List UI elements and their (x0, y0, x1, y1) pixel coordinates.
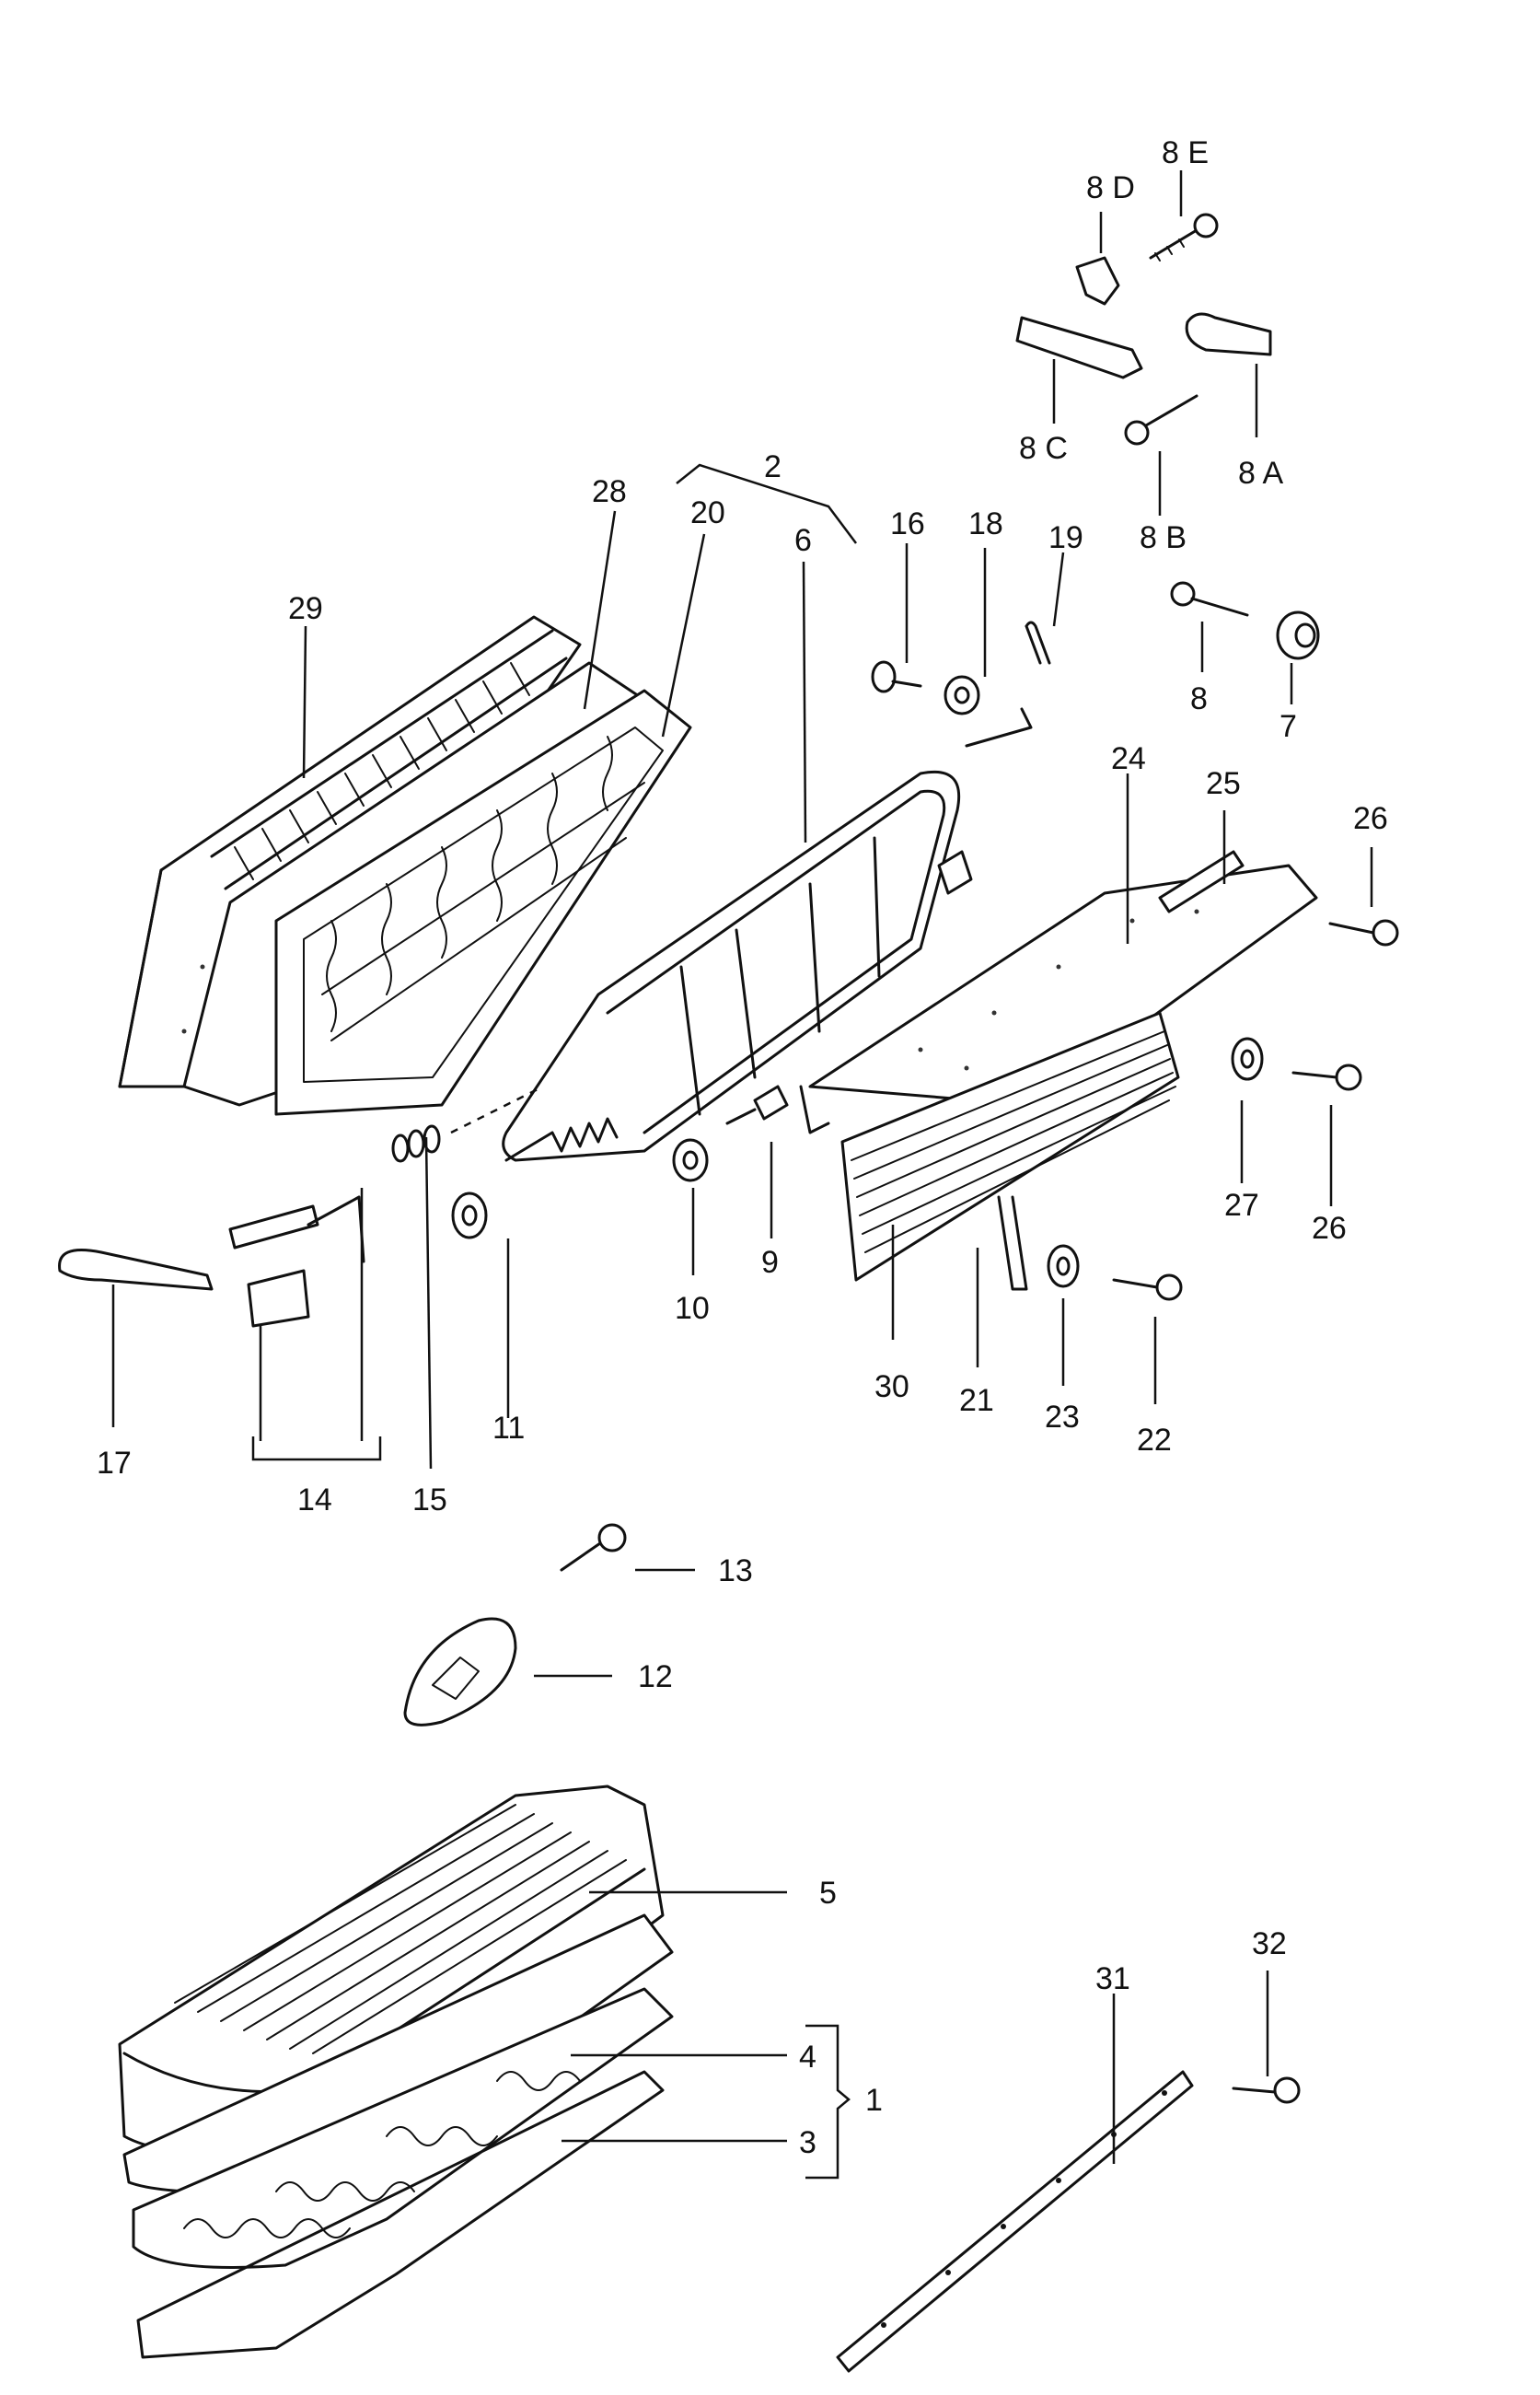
callout-28: 28 (592, 474, 627, 509)
screw-32 (1232, 2076, 1301, 2104)
spring-15 (391, 1124, 441, 1163)
grommet-12 (403, 1617, 517, 1726)
seat-spring-3 (132, 1987, 674, 2269)
callout-14: 14 (297, 1482, 332, 1517)
washer-27 (1231, 1037, 1264, 1081)
callout-12: 12 (638, 1659, 673, 1694)
bracket-1 (805, 2024, 851, 2180)
callout-8: 8 (1190, 681, 1208, 716)
callout-4: 4 (799, 2040, 816, 2075)
callout-17: 17 (97, 1446, 132, 1481)
callout-2: 2 (764, 449, 782, 484)
screw-26-top (1328, 919, 1399, 947)
callout-25: 25 (1206, 766, 1241, 801)
callout-32: 32 (1252, 1926, 1287, 1961)
callout-8a: 8 A (1238, 456, 1283, 491)
callout-26-top: 26 (1353, 801, 1388, 836)
leader-lines (111, 170, 1373, 2164)
strap-17 (58, 1249, 214, 1291)
callout-3: 3 (799, 2125, 816, 2160)
bracket-14 (251, 1436, 382, 1461)
callout-13: 13 (718, 1553, 753, 1588)
bushing-7 (1276, 610, 1320, 660)
callout-20: 20 (690, 495, 725, 530)
plate-8c (1015, 316, 1143, 379)
backrest-frame (502, 707, 1033, 1162)
hook-8a (1185, 312, 1272, 356)
callout-21: 21 (959, 1383, 994, 1418)
spring-clip-19 (1025, 621, 1051, 665)
callout-22: 22 (1137, 1423, 1172, 1458)
callout-8e: 8 E (1162, 135, 1209, 170)
callout-26-bottom: 26 (1312, 1211, 1347, 1246)
callout-9: 9 (761, 1245, 779, 1280)
callout-27: 27 (1224, 1188, 1259, 1223)
washer-23 (1047, 1244, 1080, 1288)
callout-15: 15 (412, 1482, 447, 1517)
screw-8 (1170, 581, 1249, 617)
washer-11 (451, 1192, 488, 1239)
callout-10: 10 (675, 1291, 710, 1326)
strap-21 (997, 1195, 1028, 1291)
bolt-16 (871, 660, 922, 693)
strip-31 (836, 2070, 1194, 2373)
screw-13 (560, 1523, 627, 1572)
callout-8c: 8 C (1019, 431, 1068, 466)
callout-19: 19 (1048, 520, 1083, 555)
backrest-spring-frame (274, 689, 692, 1116)
release-lever-14 (228, 1195, 365, 1328)
callout-6: 6 (794, 523, 812, 558)
screw-8b (1124, 394, 1198, 446)
callout-8d: 8 D (1086, 170, 1135, 205)
group-bracket-2 (676, 463, 857, 544)
screw-26-bottom (1291, 1064, 1362, 1091)
callout-23: 23 (1045, 1400, 1080, 1435)
callout-29: 29 (288, 591, 323, 626)
strip-25 (1158, 850, 1245, 913)
callout-16: 16 (890, 506, 925, 541)
trim-panel-30 (840, 1011, 1180, 1282)
callout-7: 7 (1279, 709, 1297, 744)
seat-frame (136, 2070, 665, 2359)
callout-11: 11 (492, 1411, 525, 1446)
callout-18: 18 (968, 506, 1003, 541)
screw-22 (1112, 1273, 1183, 1301)
callout-30: 30 (874, 1369, 909, 1404)
callout-24: 24 (1111, 741, 1146, 776)
callout-31: 31 (1095, 1961, 1130, 1996)
screw-8e (1149, 213, 1219, 262)
leader-dash-14 (450, 1085, 544, 1134)
washer-10 (672, 1138, 709, 1182)
clip-8d (1075, 256, 1120, 306)
callout-8b: 8 B (1140, 520, 1187, 555)
callout-1: 1 (865, 2083, 883, 2118)
washer-18 (944, 675, 980, 715)
screw-9 (725, 1085, 789, 1125)
callout-5: 5 (819, 1876, 837, 1911)
